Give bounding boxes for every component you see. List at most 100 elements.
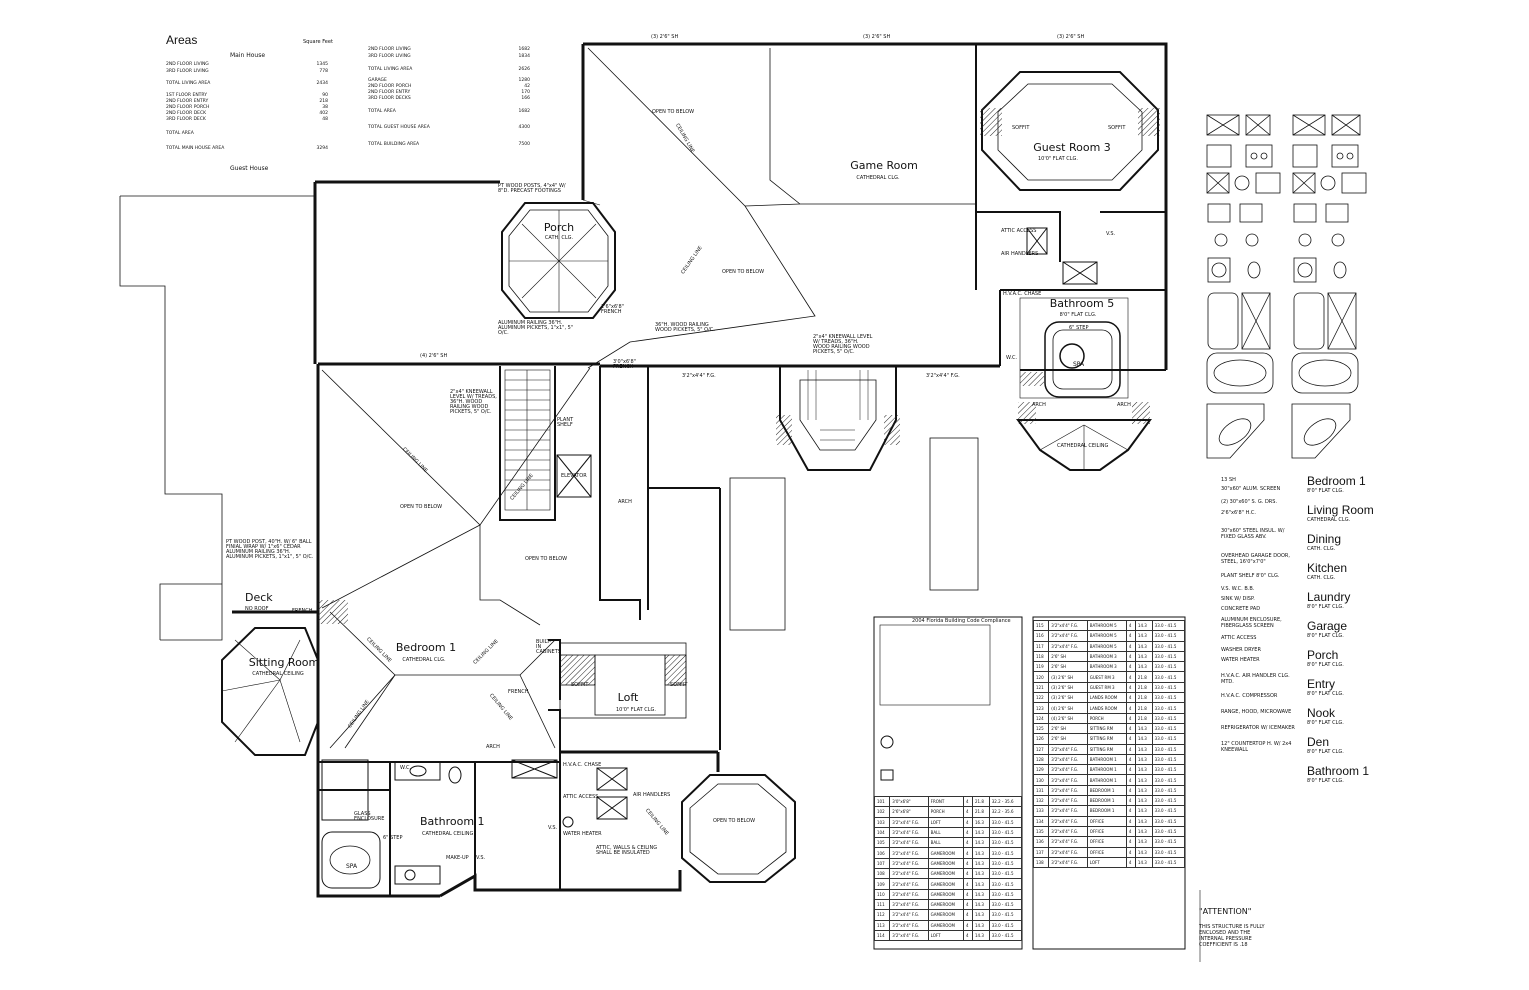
room-label-bathroom-5: Bathroom 5 [1049,297,1115,310]
note-plant-shelf: PLANT SHELF [557,417,574,428]
spa-label-lower: SPA [346,863,358,870]
note-vs: V.S. [1106,231,1116,237]
note-wc: W.C. [1006,355,1018,361]
main-stairs [504,369,551,511]
note-arch: ARCH [1032,402,1046,408]
note-window-size: (4) 2'6" SH [420,353,448,359]
spa-tub-bathroom-5 [1044,321,1121,398]
legend-item: WASHER DRYER [1221,647,1261,653]
exterior-walls [232,42,1168,898]
note-cathedral-ceiling: CATHEDRAL CEILING [1057,443,1109,449]
note-french: 3'0"x6'8" FRENCH [613,359,637,370]
note-open-to-below: OPEN TO BELOW [713,818,756,824]
note-vs: V.S. [476,855,486,861]
room-sub-bathroom-5: 8'0" FLAT CLG. [1059,312,1097,318]
room-label-deck: Deck [245,591,273,604]
note-open-to-below: OPEN TO BELOW [525,556,568,562]
guest-room-octagon [981,71,1159,191]
note-soffit: SOFFIT [1108,125,1126,131]
note-wood-railing: 36"H. WOOD RAILING WOOD PICKETS, 5" O/C. [655,322,715,333]
attention-body: THIS STRUCTURE IS FULLY ENCLOSED AND THE… [1199,924,1265,948]
note-aluminum-railing: ALUMINUM RAILING 36"H. ALUMINUM PICKETS,… [498,320,574,336]
compliance-title: 2004 Florida Building Code Compliance [912,618,1011,624]
legend-item: H.V.A.C. COMPRESSOR [1221,693,1278,699]
note-wc: W.C. [400,765,412,771]
note-arch: ARCH [486,744,500,750]
note-open-to-below: OPEN TO BELOW [722,269,765,275]
legend-item: 30"x60" STEEL INSUL. W/ FIXED GLASS ABV. [1221,528,1285,540]
legend-item: 30"x60" ALUM. SCREEN [1221,486,1281,492]
room-sub-sitting-room: CATHEDRAL CEILING [252,671,304,677]
area-row: TOTAL AREA [166,131,194,136]
legend-item: (2) 30"x60" S. G. DRS. [1221,499,1278,505]
porch-octagon [501,202,616,319]
note-soffit: SOFFIT [571,682,589,688]
loft-area [559,642,687,719]
hvac-boxes [511,227,1098,828]
octagon-open-to-below [681,774,796,883]
note-soffit: SOFFIT [1012,125,1030,131]
note-attic-access: ATTIC ACCESS [563,794,599,800]
room-label-bedroom-1: Bedroom 1 [395,641,457,654]
room-sub-bedroom-1: CATHEDRAL CLG. [402,657,446,663]
areas-title: Areas [166,33,198,47]
note-attic-access: ATTIC ACCESS [1001,228,1037,234]
note-vs: V.S. [548,825,558,831]
room-label-loft: Loft [617,691,639,704]
note-window-size: 3'2"x4'4" F.G. [926,373,960,379]
hatched-walls [318,108,1160,624]
note-attic-insulation: ATTIC, WALLS & CEILING SHALL BE INSULATE… [596,845,658,856]
legend-item: ATTIC ACCESS [1221,635,1257,641]
legend-item: H.V.A.C. AIR HANDLER CLG. MTD. [1221,673,1290,685]
symbol-library [1206,114,1367,459]
main-house-label: Main House [230,52,266,59]
legend-item: OVERHEAD GARAGE DOOR, STEEL, 16'0"x7'0" [1221,553,1290,565]
note-hvac-chase: H.V.A.C. CHASE [1003,291,1042,297]
legend-item: REFRIGERATOR W/ ICEMAKER [1221,725,1295,731]
note-french: 2'6"x6'8" FRENCH [601,304,625,315]
room-sub-guest-room-3: 10'0" FLAT CLG. [1038,156,1078,162]
note-step: 6" STEP [1069,325,1089,331]
room-sub-deck: NO ROOF [245,606,269,612]
